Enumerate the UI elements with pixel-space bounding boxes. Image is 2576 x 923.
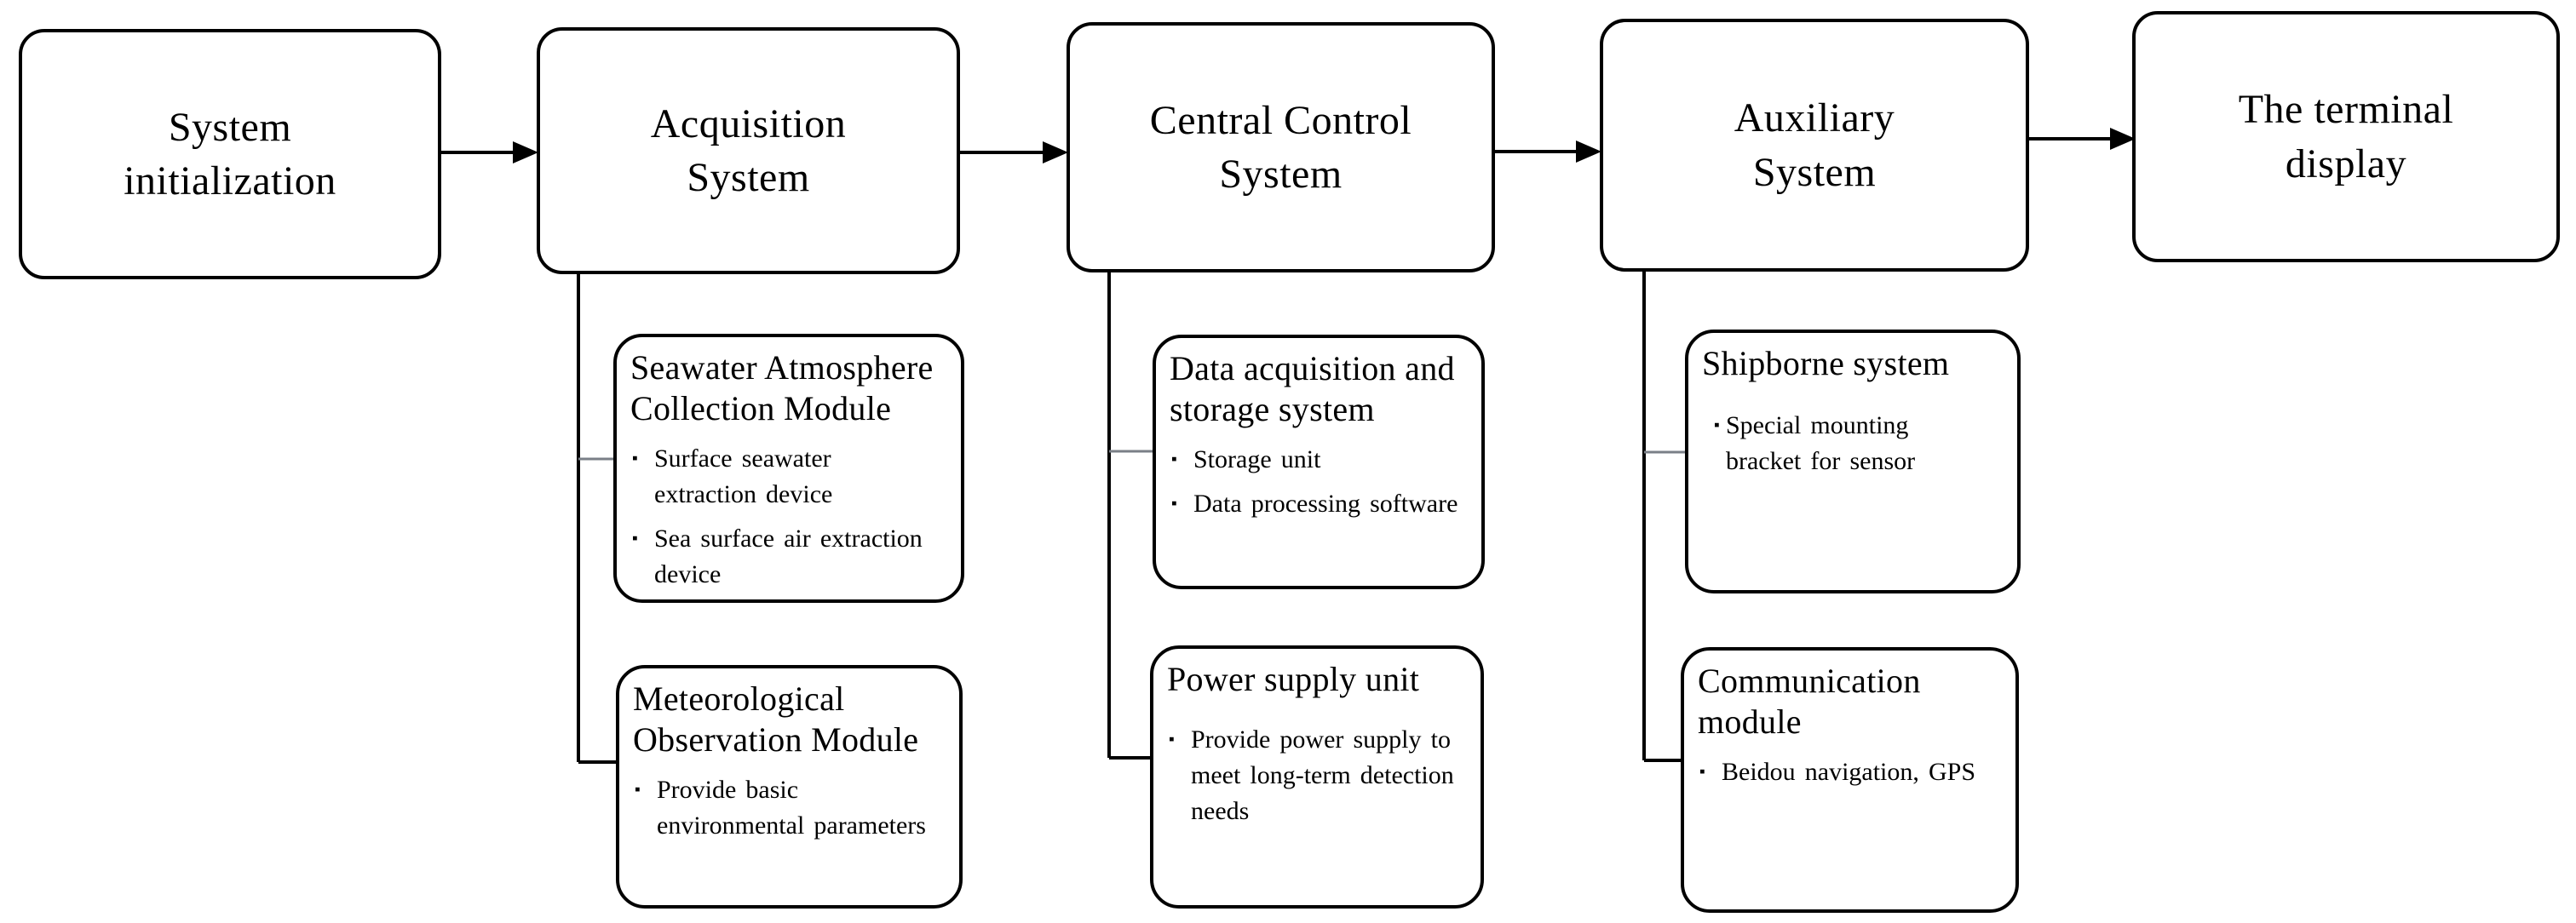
- bullet-item: ▪ Sea surface air extraction device: [632, 521, 947, 593]
- bullet-list: ▪ Special mounting bracket for sensor: [1702, 408, 2004, 479]
- bullet-list: ▪ Provide power supply to meet long-term…: [1167, 722, 1467, 829]
- bullet-text: Storage unit: [1193, 445, 1321, 473]
- submodule-data-acquisition-storage: Data acquisition and storage system ▪ St…: [1153, 335, 1485, 589]
- flow-node-terminal-display: The terminal display: [2132, 11, 2560, 262]
- flow-node-label: Central Control System: [1149, 97, 1412, 197]
- bullet-square-icon: ▪: [1171, 450, 1177, 468]
- bullet-square-icon: ▪: [1699, 763, 1705, 781]
- arrow-central-control-to-auxiliary: [1495, 140, 1601, 163]
- bullet-square-icon: ▪: [1171, 495, 1177, 513]
- submodule-title: Shipborne system: [1702, 344, 1950, 382]
- bullet-item: ▪ Special mounting bracket for sensor: [1714, 408, 2004, 479]
- submodule-title: Meteorological Observation Module: [633, 679, 919, 759]
- bullet-text: Provide power supply to meet long-term d…: [1191, 725, 1454, 825]
- bullet-text: Surface seawater extraction device: [654, 444, 833, 508]
- bullet-text: Provide basic environmental parameters: [657, 776, 926, 840]
- bullet-text: Beidou navigation, GPS: [1722, 758, 1976, 786]
- bullet-square-icon: ▪: [1714, 416, 1720, 434]
- bullet-item: ▪ Storage unit: [1171, 442, 1468, 478]
- bullet-square-icon: ▪: [635, 781, 641, 799]
- submodule-power-supply-unit: Power supply unit ▪ Provide power supply…: [1150, 645, 1484, 909]
- bullet-item: ▪ Surface seawater extraction device: [632, 441, 947, 513]
- bullet-square-icon: ▪: [1169, 731, 1175, 748]
- bullet-list: ▪ Surface seawater extraction device ▪ S…: [630, 441, 947, 593]
- arrow-auxiliary-to-terminal: [2029, 128, 2136, 150]
- bullet-square-icon: ▪: [632, 450, 638, 467]
- submodule-title: Communication module: [1698, 662, 1921, 741]
- arrow-acquisition-to-central-control: [960, 141, 1068, 163]
- submodule-seawater-atmosphere-collection: Seawater Atmosphere Collection Module ▪ …: [613, 334, 964, 603]
- submodule-title: Data acquisition and storage system: [1170, 349, 1455, 428]
- bullet-list: ▪ Beidou navigation, GPS: [1698, 754, 2002, 790]
- bullet-list: ▪ Storage unit ▪ Data processing softwar…: [1170, 442, 1468, 522]
- bullet-item: ▪ Provide power supply to meet long-term…: [1169, 722, 1467, 829]
- submodule-shipborne-system: Shipborne system ▪ Special mounting brac…: [1685, 330, 2021, 593]
- connector-central-control-trunk: [1107, 271, 1154, 760]
- bullet-text: Special mounting bracket for sensor: [1726, 411, 1916, 475]
- bullet-item: ▪ Beidou navigation, GPS: [1699, 754, 2002, 790]
- flow-node-central-control-system: Central Control System: [1067, 22, 1495, 272]
- submodule-meteorological-observation: Meteorological Observation Module ▪ Prov…: [616, 665, 963, 909]
- flow-node-label: The terminal display: [2238, 87, 2454, 186]
- flow-node-label: Auxiliary System: [1734, 95, 1895, 195]
- bullet-item: ▪ Provide basic environmental parameters: [635, 772, 946, 844]
- bullet-item: ▪ Data processing software: [1171, 486, 1468, 522]
- connector-acquisition-trunk: [577, 272, 618, 764]
- submodule-communication-module: Communication module ▪ Beidou navigation…: [1681, 647, 2019, 913]
- flow-node-label: Acquisition System: [650, 100, 847, 200]
- flow-node-acquisition-system: Acquisition System: [537, 27, 960, 274]
- bullet-text: Sea surface air extraction device: [654, 525, 923, 588]
- bullet-list: ▪ Provide basic environmental parameters: [633, 772, 946, 844]
- submodule-title: Power supply unit: [1167, 660, 1420, 698]
- flow-node-auxiliary-system: Auxiliary System: [1600, 19, 2029, 272]
- submodule-title: Seawater Atmosphere Collection Module: [630, 348, 934, 427]
- flow-node-system-initialization: System initialization: [19, 29, 441, 279]
- bullet-text: Data processing software: [1193, 490, 1458, 518]
- arrow-system-init-to-acquisition: [441, 141, 538, 163]
- flow-node-label: System initialization: [124, 104, 336, 204]
- connector-auxiliary-trunk: [1642, 270, 1687, 762]
- bullet-square-icon: ▪: [632, 530, 638, 547]
